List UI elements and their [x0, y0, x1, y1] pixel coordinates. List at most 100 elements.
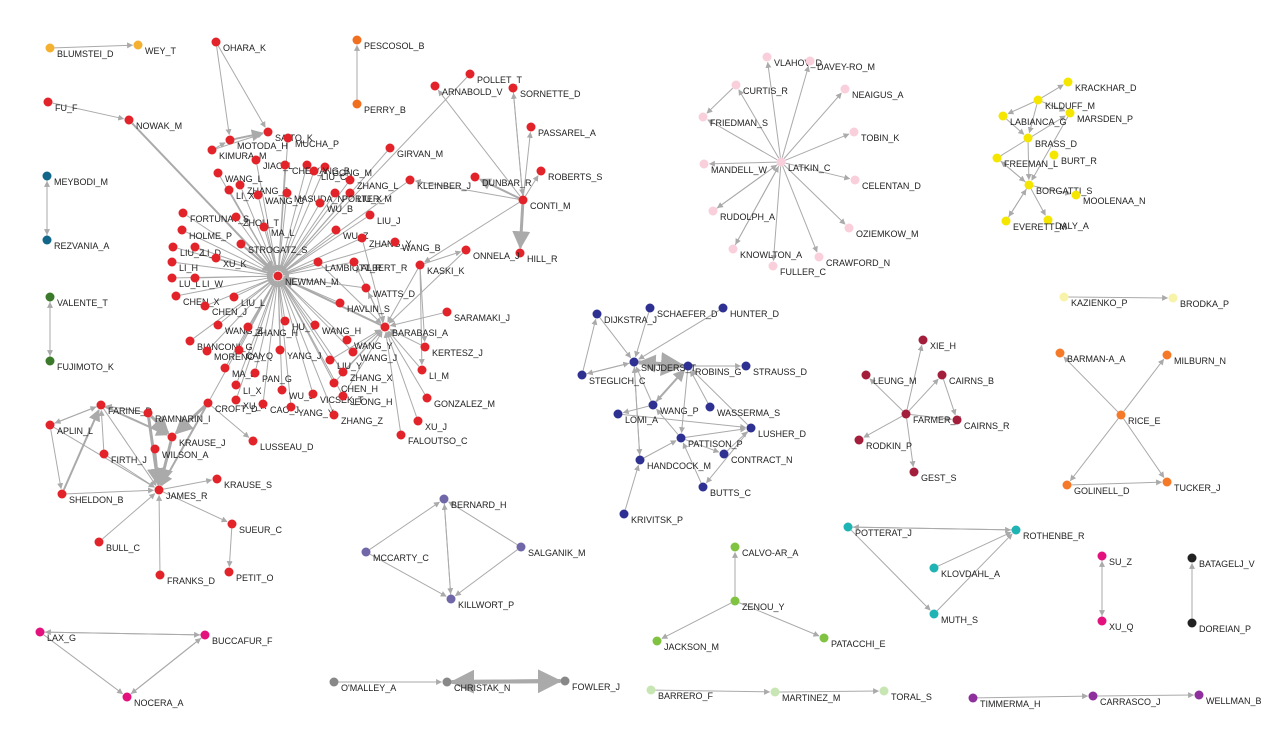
node-dot[interactable] — [1168, 293, 1178, 303]
node-dot[interactable] — [929, 563, 939, 573]
node[interactable]: ZHANG_X — [338, 367, 393, 384]
node-dot[interactable] — [253, 190, 263, 200]
node[interactable]: ZHOU_T — [231, 212, 280, 229]
node[interactable]: CROFT_D — [203, 398, 259, 415]
node-dot[interactable] — [329, 378, 339, 388]
node[interactable]: WANG_B — [390, 237, 441, 254]
node[interactable]: MARTINEZ_M — [770, 687, 841, 704]
node[interactable]: BORGATTI_S — [1024, 180, 1093, 197]
node[interactable]: JACKSON_M — [652, 636, 720, 653]
node-dot[interactable] — [1194, 690, 1204, 700]
node-dot[interactable] — [1071, 190, 1081, 200]
node-dot[interactable] — [840, 84, 850, 94]
node[interactable]: WU_B — [315, 198, 354, 215]
node[interactable]: LIU_L — [229, 292, 266, 309]
node-dot[interactable] — [731, 80, 741, 90]
node-dot[interactable] — [814, 252, 824, 262]
node-dot[interactable] — [648, 400, 658, 410]
node[interactable]: MA_L — [259, 222, 295, 239]
node[interactable]: DIJKSTRA_J — [592, 309, 658, 326]
node-dot[interactable] — [929, 609, 939, 619]
node[interactable]: MEYBODI_M — [42, 171, 109, 188]
node-dot[interactable] — [213, 168, 223, 178]
node-dot[interactable] — [277, 385, 287, 395]
node[interactable]: WU_J — [277, 385, 314, 402]
node[interactable]: FIRTH_J — [99, 449, 147, 466]
node[interactable]: HU_Y — [280, 316, 317, 333]
node-dot[interactable] — [776, 157, 786, 167]
node-dot[interactable] — [741, 361, 751, 371]
node[interactable]: LI_X — [224, 185, 255, 202]
node-dot[interactable] — [167, 273, 177, 283]
node-dot[interactable] — [227, 519, 237, 529]
node-dot[interactable] — [1011, 525, 1021, 535]
node[interactable]: PATACCHI_E — [819, 633, 886, 650]
node[interactable]: EVERETT_M — [1001, 216, 1068, 233]
node[interactable]: VLAHOV_D — [762, 52, 823, 69]
node-dot[interactable] — [1043, 215, 1053, 225]
node-dot[interactable] — [952, 415, 962, 425]
node-dot[interactable] — [243, 322, 253, 332]
node[interactable]: FREEMAN_L — [992, 153, 1059, 170]
node[interactable]: ARNABOLD_V — [430, 81, 503, 98]
node[interactable]: CHEN_X — [171, 291, 220, 308]
node-dot[interactable] — [352, 35, 362, 45]
node[interactable]: DAVEY-RO_M — [805, 56, 876, 73]
node[interactable]: MARSDEN_P — [1065, 108, 1134, 125]
node-dot[interactable] — [45, 420, 55, 430]
node[interactable]: FULLER_C — [768, 261, 827, 278]
node-dot[interactable] — [213, 320, 223, 330]
node[interactable]: VALENTE_T — [45, 292, 109, 309]
node[interactable]: SCHAEFER_D — [645, 303, 719, 320]
node[interactable]: XIE_H — [918, 335, 957, 352]
node[interactable]: GIRVAN_M — [385, 143, 444, 160]
node[interactable]: BLUMSTEI_D — [45, 43, 115, 60]
node-dot[interactable] — [45, 43, 55, 53]
node[interactable]: POLLET_T — [465, 69, 523, 86]
node[interactable]: ROBERTS_S — [536, 166, 603, 183]
node-dot[interactable] — [42, 235, 52, 245]
node-dot[interactable] — [330, 188, 340, 198]
node-dot[interactable] — [329, 677, 339, 687]
node-dot[interactable] — [1088, 691, 1098, 701]
node[interactable]: MOOLENAA_N — [1071, 190, 1146, 207]
node-dot[interactable] — [1049, 150, 1059, 160]
node-dot[interactable] — [629, 357, 639, 367]
node-dot[interactable] — [635, 455, 645, 465]
node[interactable]: STRAUSS_D — [741, 361, 808, 378]
node-dot[interactable] — [224, 185, 234, 195]
node[interactable]: PERRY_B — [352, 99, 406, 116]
node[interactable]: WELLMAN_B — [1194, 690, 1262, 707]
node[interactable]: MOTODA_H — [225, 135, 288, 152]
node-dot[interactable] — [937, 370, 947, 380]
node[interactable]: LUSHER_D — [746, 423, 807, 440]
node-dot[interactable] — [577, 370, 587, 380]
node-dot[interactable] — [968, 693, 978, 703]
node[interactable]: BIANCONI_G — [185, 336, 253, 353]
node-dot[interactable] — [465, 69, 475, 79]
node[interactable]: GONZALEZ_M — [422, 393, 496, 410]
node-dot[interactable] — [770, 687, 780, 697]
node[interactable]: LAMBIOTT_R — [313, 257, 383, 274]
node-dot[interactable] — [1062, 480, 1072, 490]
node[interactable]: LOMI_A — [613, 409, 659, 426]
node-dot[interactable] — [124, 115, 134, 125]
node-dot[interactable] — [94, 537, 104, 547]
node[interactable]: REZVANIA_A — [42, 235, 110, 252]
node[interactable]: ZHANG_L — [345, 175, 399, 192]
node-dot[interactable] — [762, 52, 772, 62]
node[interactable]: BARRERO_F — [646, 685, 714, 702]
node[interactable]: LIU_Z — [168, 242, 206, 259]
node[interactable]: BRODKA_P — [1168, 293, 1230, 310]
node[interactable]: YANG_B — [302, 160, 350, 177]
node[interactable]: CRAWFORD_N — [814, 252, 891, 269]
node[interactable]: APLIN_L — [45, 420, 94, 437]
node[interactable]: STROGATZ_S — [236, 239, 308, 256]
node-dot[interactable] — [683, 361, 693, 371]
node-dot[interactable] — [352, 99, 362, 109]
node[interactable]: YANG_J — [275, 345, 322, 362]
node-dot[interactable] — [133, 40, 143, 50]
node[interactable]: CELENTAN_D — [850, 175, 922, 192]
node[interactable]: KRACKHAR_D — [1063, 77, 1138, 94]
node[interactable]: KRAUSE_J — [167, 432, 226, 449]
